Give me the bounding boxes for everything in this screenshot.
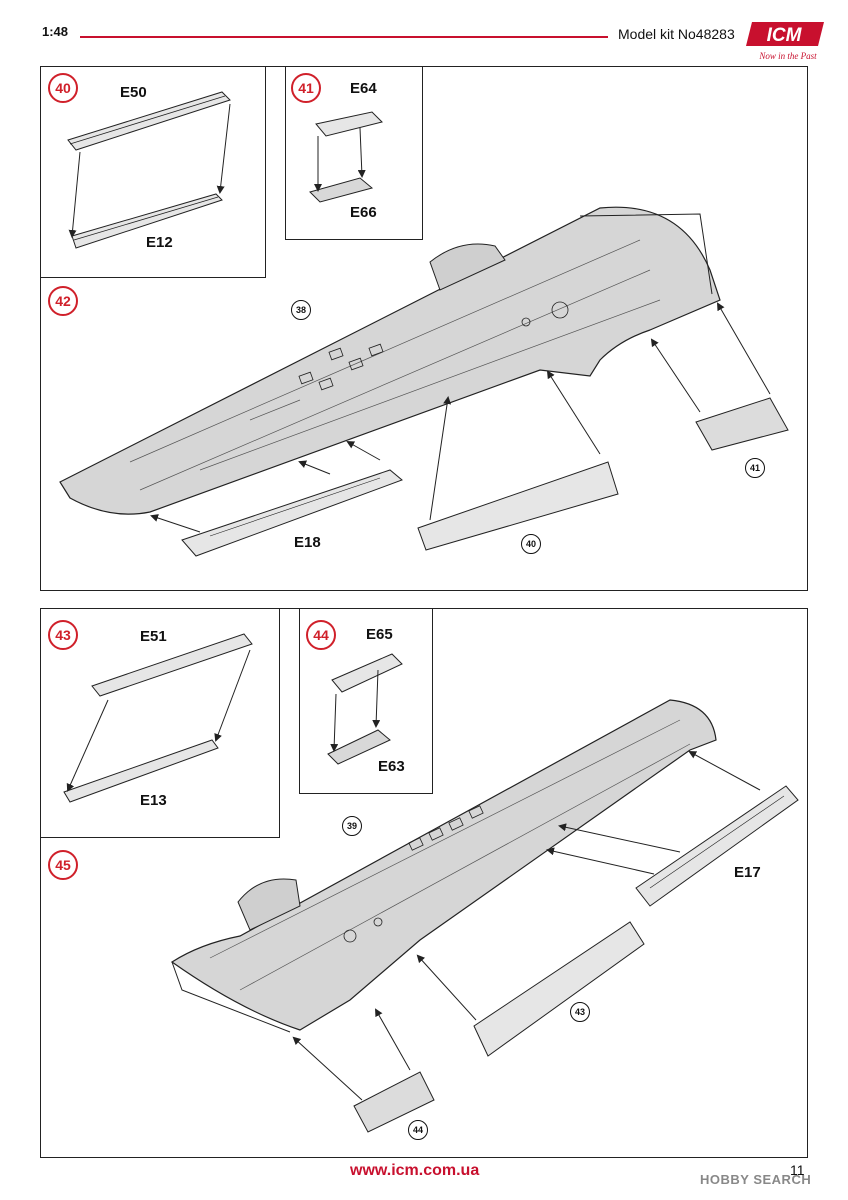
flap-section-bottom-drawing bbox=[473, 921, 645, 1057]
slat-e17-drawing bbox=[635, 785, 799, 907]
part-e51-drawing bbox=[91, 633, 253, 697]
page-header: 1:48 Model kit No48283 ICM Now in the Pa… bbox=[0, 0, 848, 61]
part-label-e18: E18 bbox=[294, 534, 321, 551]
svg-text:ICM: ICM bbox=[767, 25, 803, 46]
footer-url[interactable]: www.icm.com.ua bbox=[350, 1162, 480, 1179]
step-45-badge: 45 bbox=[48, 850, 78, 880]
part-e63-drawing bbox=[327, 729, 391, 765]
ref-44-badge: 44 bbox=[408, 1120, 428, 1140]
ref-38-badge: 38 bbox=[291, 300, 311, 320]
part-e66-drawing bbox=[309, 177, 374, 203]
part-label-e51: E51 bbox=[140, 628, 167, 645]
part-e65-drawing bbox=[331, 653, 403, 693]
inset-44 bbox=[299, 608, 433, 794]
flap-41-top-drawing bbox=[695, 397, 789, 451]
part-label-e63: E63 bbox=[378, 758, 405, 775]
ref-39-badge: 39 bbox=[342, 816, 362, 836]
part-label-e65: E65 bbox=[366, 626, 393, 643]
part-e12-drawing bbox=[71, 193, 223, 249]
part-label-e64: E64 bbox=[350, 80, 377, 97]
ref-41-badge: 41 bbox=[745, 458, 765, 478]
step-42-badge: 42 bbox=[48, 286, 78, 316]
part-label-e66: E66 bbox=[350, 204, 377, 221]
step-41-badge: 41 bbox=[291, 73, 321, 103]
ref-40-badge: 40 bbox=[521, 534, 541, 554]
svg-text:Now in the Past: Now in the Past bbox=[758, 51, 817, 61]
part-label-e12: E12 bbox=[146, 234, 173, 251]
part-label-e13: E13 bbox=[140, 792, 167, 809]
scale-label: 1:48 bbox=[42, 24, 69, 39]
step-44-badge: 44 bbox=[306, 620, 336, 650]
kit-number: Model kit No48283 bbox=[618, 26, 735, 42]
header-rule bbox=[80, 36, 608, 38]
part-label-e50: E50 bbox=[120, 84, 147, 101]
part-label-e17: E17 bbox=[734, 864, 761, 881]
part-e64-drawing bbox=[315, 111, 383, 137]
panel-top bbox=[40, 66, 808, 591]
slat-e18-drawing bbox=[181, 469, 403, 557]
ref-43-badge: 43 bbox=[570, 1002, 590, 1022]
inset-43 bbox=[40, 608, 280, 838]
page-number: 11 bbox=[790, 1162, 805, 1178]
flap-section-top-drawing bbox=[417, 461, 619, 551]
flap-44-bottom-drawing bbox=[353, 1071, 435, 1133]
wing-bottom-drawing bbox=[170, 699, 717, 1033]
icm-logo: ICM Now in the Past bbox=[746, 22, 824, 61]
step-43-badge: 43 bbox=[48, 620, 78, 650]
step-40-badge: 40 bbox=[48, 73, 78, 103]
part-e50-drawing bbox=[67, 91, 231, 151]
watermark: HOBBY SEARCH bbox=[700, 1172, 812, 1187]
wing-top-drawing bbox=[59, 206, 721, 515]
part-e13-drawing bbox=[63, 739, 219, 803]
